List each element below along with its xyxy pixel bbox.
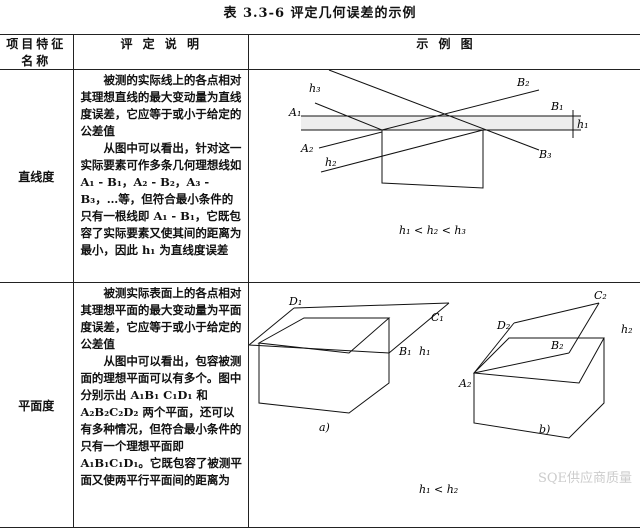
caption: h₁ < h₂ — [419, 483, 458, 496]
caption: h₁ < h₂ < h₃ — [399, 224, 466, 237]
straightness-diagram: A₃ h₃ B₂ B₁ A₁ h₁ A₂ h₂ B₃ h₁ < h₂ < h₃ — [249, 70, 640, 278]
header-desc: 评 定 说 明 — [74, 35, 249, 70]
label-a2: A₂ — [458, 377, 471, 390]
straightness-figure: A₃ h₃ B₂ B₁ A₁ h₁ A₂ h₂ B₃ h₁ < h₂ < h₃ — [249, 70, 640, 283]
label-h2: h₂ — [621, 323, 633, 336]
label-h1: h₁ — [419, 345, 431, 358]
watermark: SQE供应商质量 — [538, 467, 632, 486]
label-b3: B₃ — [538, 148, 552, 161]
label-h1: h₁ — [577, 118, 589, 131]
label-a2: A₂ — [300, 142, 313, 155]
table-row: 平面度 被测实际表面上的各点相对其理想平面的最大变动量为平面度误差，它应等于或小… — [0, 283, 640, 528]
label-b2: B₂ — [550, 339, 564, 352]
label-b2: B₂ — [516, 76, 530, 89]
header-name: 项目特征名称 — [0, 35, 74, 70]
label-c1: C₁ — [431, 311, 444, 324]
flatness-figure: D₁ C₁ A₁ B₁ h₁ a) C₂ D₂ B₂ A₂ h₂ b) h₁ <… — [249, 283, 640, 528]
table-row: 直线度 被测的实际线上的各点相对其理想直线的最大变动量为直线度误差，它应等于或小… — [0, 70, 640, 283]
flatness-diagram: D₁ C₁ A₁ B₁ h₁ a) C₂ D₂ B₂ A₂ h₂ b) h₁ <… — [249, 283, 640, 523]
row-name: 平面度 — [0, 283, 74, 528]
sub-b: b) — [539, 423, 550, 436]
desc-para: 从图中可以看出，针对这一实际要素可作多条几何理想线如 A₁ - B₁，A₂ - … — [80, 140, 244, 259]
label-b1: B₁ — [398, 345, 412, 358]
label-b1: B₁ — [550, 100, 564, 113]
table-title: 表 3.3-6 评定几何误差的示例 — [0, 2, 640, 21]
desc-para: 被测实际表面上的各点相对其理想平面的最大变动量为平面度误差，它应等于或小于给定的… — [80, 285, 244, 353]
table-header: 项目特征名称 评 定 说 明 示 例 图 — [0, 35, 640, 70]
desc-para: 被测的实际线上的各点相对其理想直线的最大变动量为直线度误差，它应等于或小于给定的… — [80, 72, 244, 140]
label-h3: h₃ — [309, 82, 321, 95]
label-h2: h₂ — [325, 156, 337, 169]
label-a3: A₃ — [316, 70, 329, 73]
row-desc: 被测实际表面上的各点相对其理想平面的最大变动量为平面度误差，它应等于或小于给定的… — [74, 283, 249, 528]
geometric-error-table: 项目特征名称 评 定 说 明 示 例 图 直线度 被测的实际线上的各点相对其理想… — [0, 34, 640, 528]
label-d1: D₁ — [288, 295, 302, 308]
sub-a: a) — [319, 421, 330, 434]
label-c2: C₂ — [594, 289, 607, 302]
header-figure: 示 例 图 — [249, 35, 640, 70]
row-desc: 被测的实际线上的各点相对其理想直线的最大变动量为直线度误差，它应等于或小于给定的… — [74, 70, 249, 283]
label-d2: D₂ — [496, 319, 510, 332]
row-name: 直线度 — [0, 70, 74, 283]
desc-para: 从图中可以看出，包容被测面的理想平面可以有多个。图中分别示出 A₁B₁ C₁D₁… — [80, 353, 244, 489]
label-a1: A₁ — [288, 106, 301, 119]
